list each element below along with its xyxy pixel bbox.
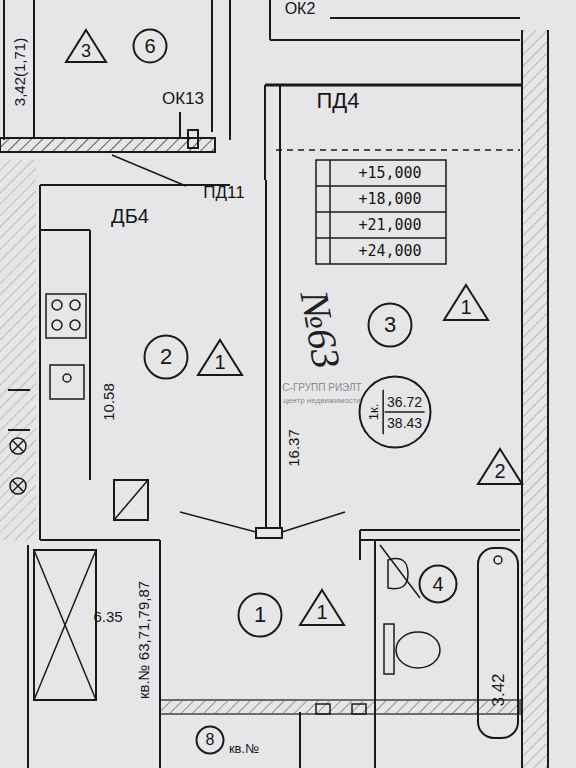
- door-mark: ПД11: [203, 184, 244, 201]
- apartment-numbers: кв.№ 63,71,79,87: [136, 581, 151, 699]
- window-mark: ОК2: [285, 1, 316, 17]
- room-circle: 8: [195, 725, 225, 755]
- callout-number: 1: [460, 297, 471, 317]
- watermark: С-ГРУПП РИЭЛТ: [282, 383, 361, 393]
- room-circle: 4: [418, 564, 458, 604]
- apartment-type: 1к.: [366, 404, 379, 421]
- handwritten-number: №63: [294, 288, 347, 371]
- table-cell: +21,000: [358, 218, 421, 233]
- apartment-circle: 1к. 36.72 38.43: [358, 375, 432, 449]
- callout-number: 2: [160, 346, 172, 368]
- area-value: 38.43: [387, 416, 422, 430]
- door-mark: ДБ4: [111, 206, 149, 226]
- table-cell: +18,000: [358, 192, 421, 207]
- area-value: 16.37: [286, 429, 301, 467]
- area-triangle: 3: [64, 28, 108, 64]
- callout-number: 4: [432, 574, 443, 594]
- callout-number: 3: [81, 42, 91, 60]
- door-mark: ПД4: [317, 90, 360, 112]
- area-value: 3.42: [490, 673, 507, 706]
- callout-number: 3: [384, 314, 396, 336]
- apartment-numbers: кв.№: [229, 742, 259, 755]
- area-triangle: 2: [476, 447, 524, 486]
- callout-number: 2: [494, 461, 505, 481]
- area-value: 3,42(1,71): [12, 38, 27, 106]
- window-mark: ОК13: [162, 90, 204, 107]
- area-value: 6.35: [93, 609, 122, 624]
- room-circle: 1: [237, 592, 283, 638]
- room-circle: 6: [132, 28, 168, 64]
- callout-number: 6: [144, 36, 155, 56]
- watermark: центр недвижимости: [283, 397, 361, 405]
- area-triangle: 1: [196, 338, 244, 377]
- callout-number: 1: [254, 604, 266, 626]
- callout-number: 8: [206, 732, 215, 748]
- callout-number: 1: [214, 352, 225, 372]
- table-cell: +24,000: [358, 244, 421, 259]
- room-circle: 2: [143, 334, 189, 380]
- room-circle: 3: [367, 302, 413, 348]
- table-cell: +15,000: [358, 166, 421, 181]
- area-triangle: 1: [442, 283, 490, 322]
- area-value: 36.72: [387, 395, 422, 409]
- area-triangle: 1: [298, 588, 346, 627]
- area-value: 10.58: [101, 383, 116, 421]
- callout-number: 1: [316, 602, 327, 622]
